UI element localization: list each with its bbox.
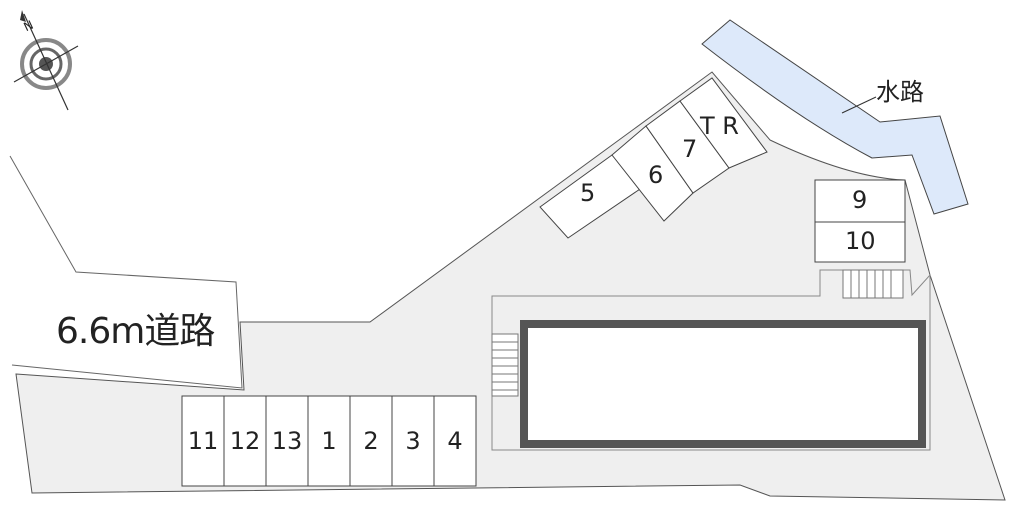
slot-3-label: 3: [405, 427, 421, 455]
slot-13-label: 13: [271, 427, 303, 455]
slot-trash-room: [679, 77, 768, 169]
waterway-label: 水路: [876, 78, 924, 106]
slot-11-label: 11: [187, 427, 219, 455]
stairs-left: [491, 333, 519, 397]
trash-room-label: T R: [700, 112, 739, 140]
slot-12-label: 12: [229, 427, 261, 455]
slot-2-label: 2: [363, 427, 379, 455]
stairs-top: [842, 269, 904, 299]
waterway-leader: [841, 96, 877, 114]
slot-4-label: 4: [447, 427, 463, 455]
slot-9: [814, 179, 906, 223]
slot-1-label: 1: [321, 427, 337, 455]
slot-7-label: 7: [682, 135, 698, 163]
bottom-parking-row: [181, 395, 477, 487]
building-inner: [528, 328, 918, 440]
slot-10-label: 10: [845, 227, 876, 255]
slot-5-label: 5: [580, 179, 596, 207]
slot-10: [814, 221, 906, 263]
road-label: 6.6m道路: [56, 311, 215, 352]
diagonal-parking: [539, 77, 768, 239]
right-parking: [814, 179, 906, 263]
compass-rose-icon: [13, 10, 79, 111]
slot-9-label: 9: [852, 186, 868, 214]
waterway: [701, 19, 969, 215]
road-area: [9, 155, 243, 389]
slot-6-label: 6: [648, 161, 664, 189]
building-wall: [491, 269, 931, 451]
